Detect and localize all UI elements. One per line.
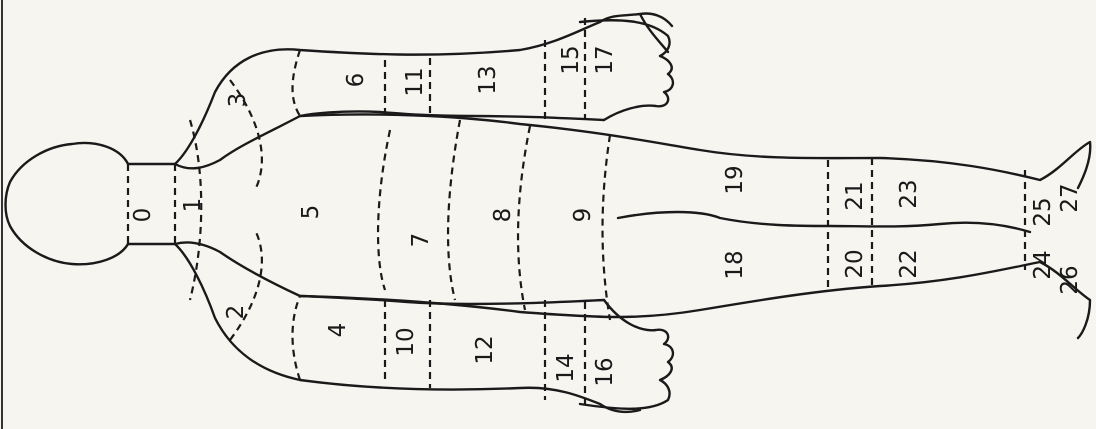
region-label-3: 3 — [225, 93, 251, 108]
region-label-22: 22 — [896, 249, 922, 278]
region-label-6: 6 — [343, 73, 369, 88]
region-label-1: 1 — [180, 198, 206, 213]
region-label-24: 24 — [1030, 250, 1056, 279]
region-label-4: 4 — [325, 323, 351, 338]
region-label-25: 25 — [1030, 197, 1056, 226]
region-label-9: 9 — [570, 208, 596, 223]
region-label-21: 21 — [842, 181, 868, 210]
region-label-20: 20 — [842, 249, 868, 278]
region-label-2: 2 — [223, 305, 249, 320]
region-label-5: 5 — [298, 205, 324, 220]
region-label-8: 8 — [490, 208, 516, 223]
region-label-7: 7 — [408, 233, 434, 248]
region-label-27: 27 — [1057, 183, 1083, 212]
region-label-0: 0 — [130, 208, 156, 223]
region-label-11: 11 — [402, 67, 428, 96]
region-label-16: 16 — [592, 357, 618, 386]
region-label-15: 15 — [558, 45, 584, 74]
region-label-14: 14 — [553, 353, 579, 382]
region-label-13: 13 — [475, 65, 501, 94]
region-label-18: 18 — [722, 250, 748, 279]
region-label-26: 26 — [1057, 265, 1083, 294]
region-label-12: 12 — [472, 335, 498, 364]
region-label-19: 19 — [722, 165, 748, 194]
region-label-23: 23 — [896, 179, 922, 208]
region-label-10: 10 — [393, 327, 419, 356]
region-label-17: 17 — [592, 45, 618, 74]
